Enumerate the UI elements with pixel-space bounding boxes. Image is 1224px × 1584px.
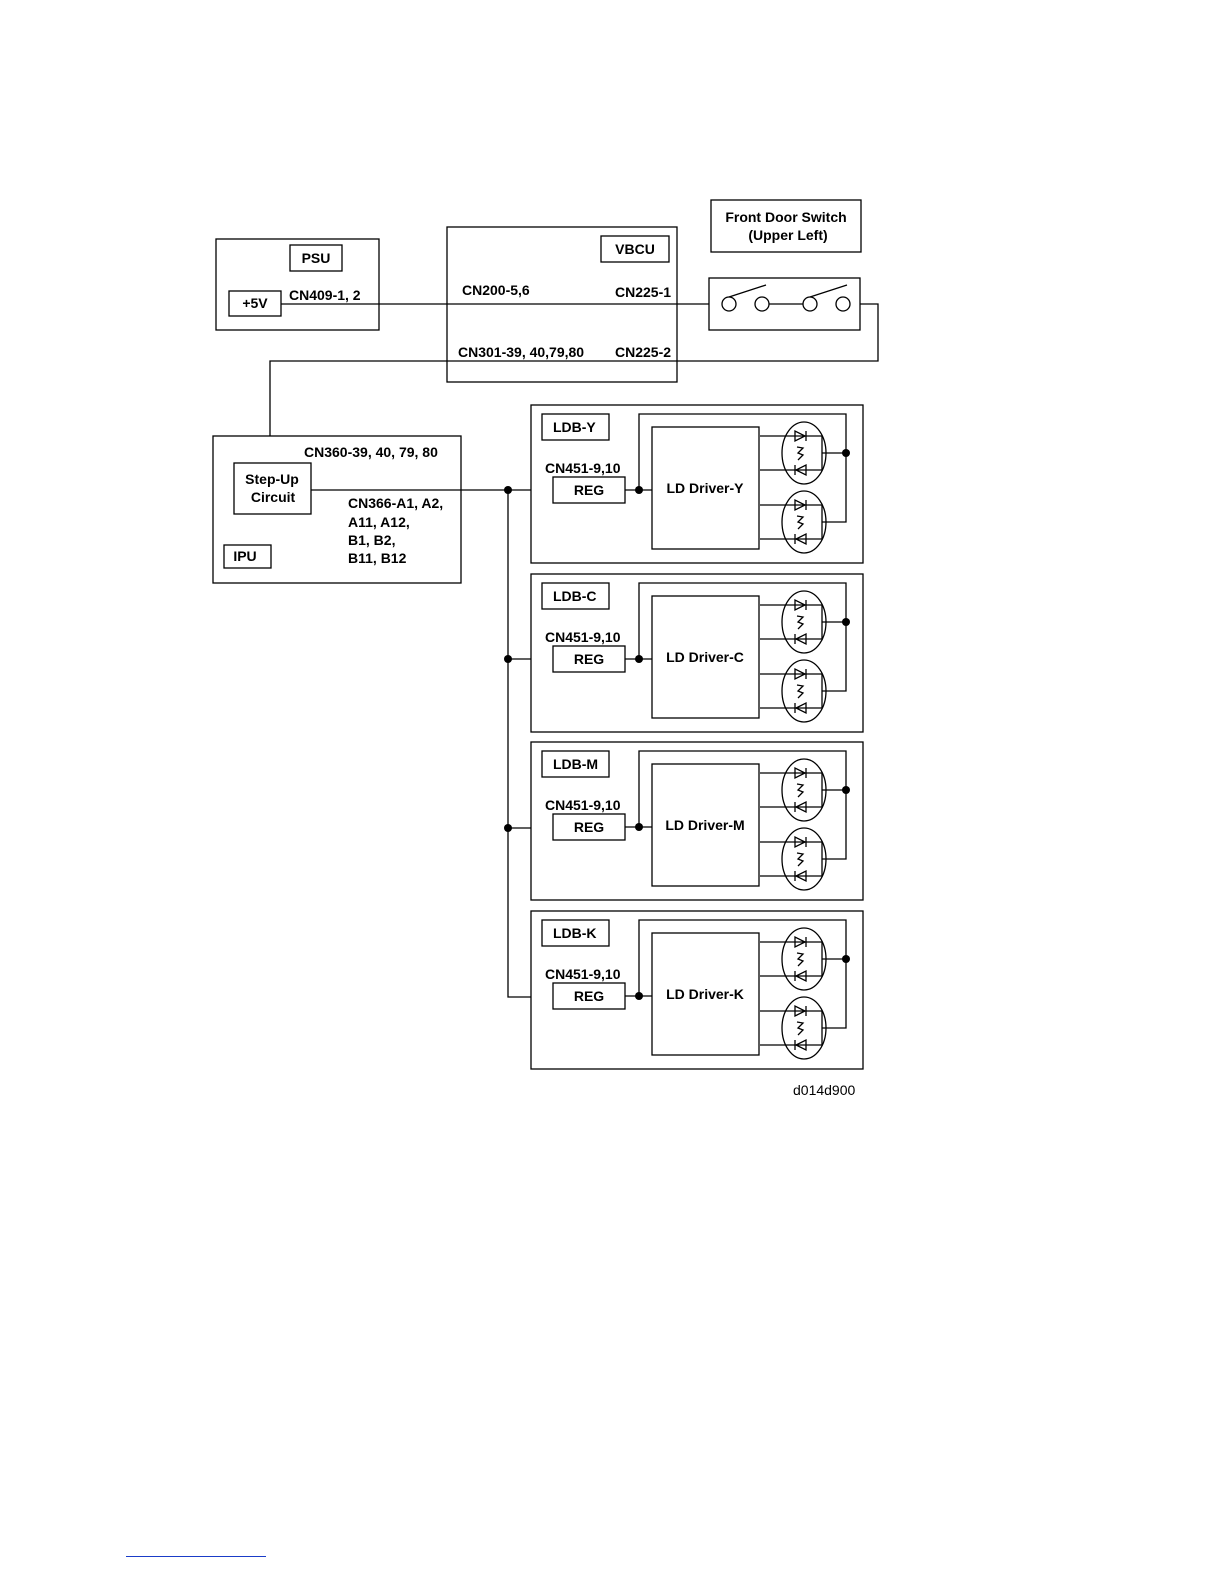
front-door-title-line2: (Upper Left) bbox=[748, 227, 827, 243]
footer-rule bbox=[126, 1556, 266, 1557]
ld-driver-label: LD Driver-K bbox=[666, 986, 744, 1002]
ldb-title: LDB-K bbox=[553, 925, 597, 941]
vbcu-cn301-label: CN301-39, 40,79,80 bbox=[458, 344, 584, 360]
switch-icon bbox=[721, 284, 851, 312]
ld-driver-label: LD Driver-C bbox=[666, 649, 744, 665]
reg-label: REG bbox=[574, 482, 604, 498]
ipu-cn366-line4: B11, B12 bbox=[348, 550, 407, 566]
stepup-line1: Step-Up bbox=[245, 471, 299, 487]
ldb-connector-label: CN451-9,10 bbox=[545, 966, 621, 982]
reg-label: REG bbox=[574, 651, 604, 667]
ipu-title: IPU bbox=[233, 548, 256, 564]
ipu-cn366-line2: A11, A12, bbox=[348, 514, 410, 530]
ldb-connector-label: CN451-9,10 bbox=[545, 460, 621, 476]
stepup-line2: Circuit bbox=[251, 489, 296, 505]
top-wiring bbox=[269, 303, 879, 463]
ldb-title: LDB-M bbox=[553, 756, 598, 772]
ldb-title: LDB-Y bbox=[553, 419, 596, 435]
vbcu-title: VBCU bbox=[615, 241, 655, 257]
psu-connector-label: CN409-1, 2 bbox=[289, 287, 361, 303]
front-door-title-line1: Front Door Switch bbox=[725, 209, 846, 225]
vbcu-cn200-label: CN200-5,6 bbox=[462, 282, 530, 298]
ldb-connector-label: CN451-9,10 bbox=[545, 797, 621, 813]
psu-5v-label: +5V bbox=[242, 295, 268, 311]
front-door-switch: Front Door Switch (Upper Left) bbox=[708, 199, 862, 331]
reg-label: REG bbox=[574, 988, 604, 1004]
ld-driver-label: LD Driver-Y bbox=[666, 480, 744, 496]
ipu-cn360-label: CN360-39, 40, 79, 80 bbox=[304, 444, 438, 460]
vbcu-cn225-1-label: CN225-1 bbox=[615, 284, 671, 300]
figure-code: d014d900 bbox=[793, 1082, 856, 1098]
psu-title: PSU bbox=[302, 250, 331, 266]
ipu-block: CN360-39, 40, 79, 80 Step-Up Circuit CN3… bbox=[212, 435, 462, 584]
ipu-cn366-line1: CN366-A1, A2, bbox=[348, 495, 443, 511]
ld-driver-label: LD Driver-M bbox=[665, 817, 744, 833]
ldb-connector-label: CN451-9,10 bbox=[545, 629, 621, 645]
psu-block: PSU +5V CN409-1, 2 bbox=[215, 238, 380, 331]
vbcu-cn225-2-label: CN225-2 bbox=[615, 344, 671, 360]
reg-label: REG bbox=[574, 819, 604, 835]
ldb-title: LDB-C bbox=[553, 588, 597, 604]
ipu-cn366-line3: B1, B2, bbox=[348, 532, 395, 548]
